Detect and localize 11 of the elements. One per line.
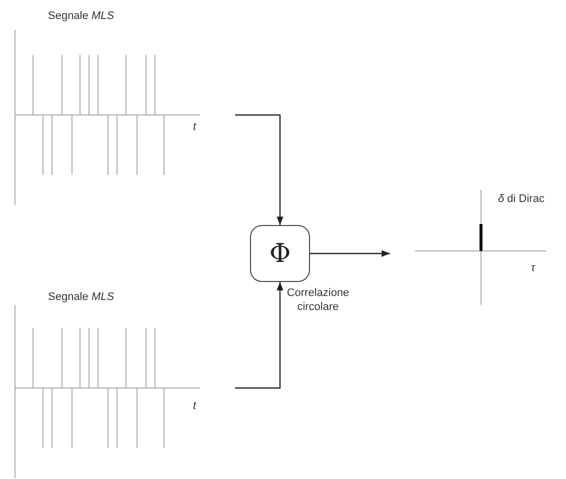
plot-title: δ di Dirac	[498, 193, 544, 205]
operator-caption: Correlazione circolare	[286, 286, 350, 314]
arrow	[235, 114, 284, 225]
operator-box: Φ	[250, 225, 310, 282]
axis-label: τ	[531, 262, 536, 274]
axis-label: t	[193, 400, 196, 412]
arrow	[310, 250, 390, 257]
arrow	[235, 282, 284, 389]
plot-title: Segnale MLS	[48, 10, 114, 22]
plot-title: Segnale MLS	[48, 291, 114, 303]
axis-label: t	[193, 121, 196, 133]
